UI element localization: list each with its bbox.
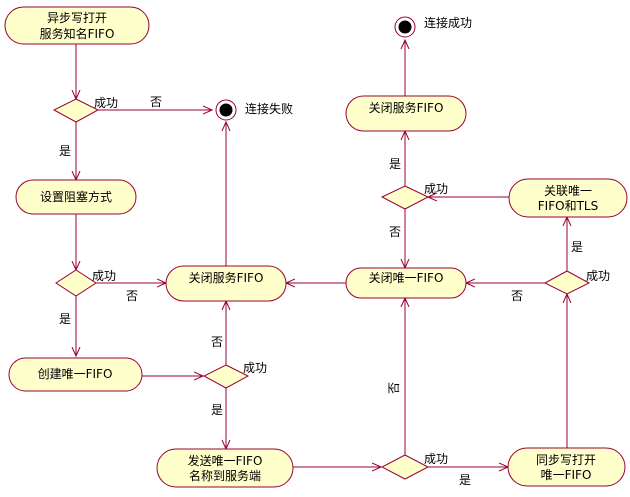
decisions [52, 98, 591, 480]
node-sync-open-line1: 同步写打开 [536, 453, 596, 467]
edges [76, 40, 567, 467]
guard-success: 成功 [424, 452, 448, 466]
guard-yes: 是 [459, 473, 471, 487]
terminal-labels: 连接失败 连接成功 [245, 15, 472, 116]
node-async-open [4, 6, 150, 45]
node-close-server-mid-label: 关闭服务FIFO [189, 270, 264, 285]
guard-no: 否 [389, 225, 401, 239]
node-send-name-line2: 名称到服务端 [189, 468, 261, 483]
guard-no: 否 [211, 335, 223, 349]
guard-success: 成功 [243, 361, 267, 375]
end-success-dot [398, 20, 412, 34]
guard-yes: 是 [571, 240, 583, 254]
guard-success: 成功 [92, 269, 116, 283]
guard-labels: 成功 成功 成功 成功 成功 成功 否 否 否 否 否 否 是 是 是 是 是 … [59, 95, 610, 487]
guard-no: 否 [150, 95, 162, 109]
node-set-block-label: 设置阻塞方式 [40, 189, 112, 204]
end-fail-dot [219, 103, 233, 117]
end-terminals [215, 16, 416, 121]
guard-no: 否 [511, 289, 523, 303]
node-close-unique [345, 267, 467, 299]
node-create-fifo-label: 创建唯一FIFO [38, 367, 113, 381]
node-create-fifo [8, 357, 143, 392]
activity-nodes [4, 6, 628, 488]
node-assoc [508, 178, 628, 218]
terminal-fail-label: 连接失败 [245, 101, 293, 116]
guard-no: 否 [126, 289, 138, 303]
guard-success: 成功 [424, 182, 448, 196]
guard-yes: 是 [59, 144, 71, 158]
guard-success: 成功 [586, 269, 610, 283]
node-close-unique-label: 关闭唯一FIFO [369, 271, 444, 285]
node-send-name-line1: 发送唯一FIFO [188, 453, 263, 468]
guard-yes: 是 [211, 403, 223, 417]
decision-diamond [202, 364, 250, 389]
node-async-open-line2: 服务知名FIFO [40, 26, 115, 41]
node-sync-open [507, 447, 626, 487]
terminal-success-label: 连接成功 [424, 15, 472, 30]
decision-diamond [380, 185, 430, 210]
node-sync-open-line2: 唯一FIFO [541, 468, 592, 482]
decision-diamond [380, 454, 430, 480]
node-set-block [15, 179, 137, 215]
node-assoc-line2: FIFO和TLS [538, 199, 598, 213]
node-close-server-top [345, 95, 467, 132]
node-send-name [156, 448, 294, 488]
decision-diamond [543, 270, 591, 295]
decision-diamond [52, 98, 100, 123]
guard-no: 否 [387, 382, 401, 394]
guard-success: 成功 [94, 96, 118, 110]
guard-yes: 是 [59, 312, 71, 326]
node-close-server-mid [165, 265, 287, 302]
node-async-open-line1: 异步写打开 [47, 11, 107, 25]
node-assoc-line1: 关联唯一 [544, 184, 592, 198]
node-texts: 异步写打开 服务知名FIFO 设置阻塞方式 创建唯一FIFO 发送唯一FIFO … [38, 11, 599, 483]
node-close-server-top-label: 关闭服务FIFO [369, 100, 444, 115]
decision-diamond [55, 269, 97, 297]
guard-yes: 是 [389, 157, 401, 171]
